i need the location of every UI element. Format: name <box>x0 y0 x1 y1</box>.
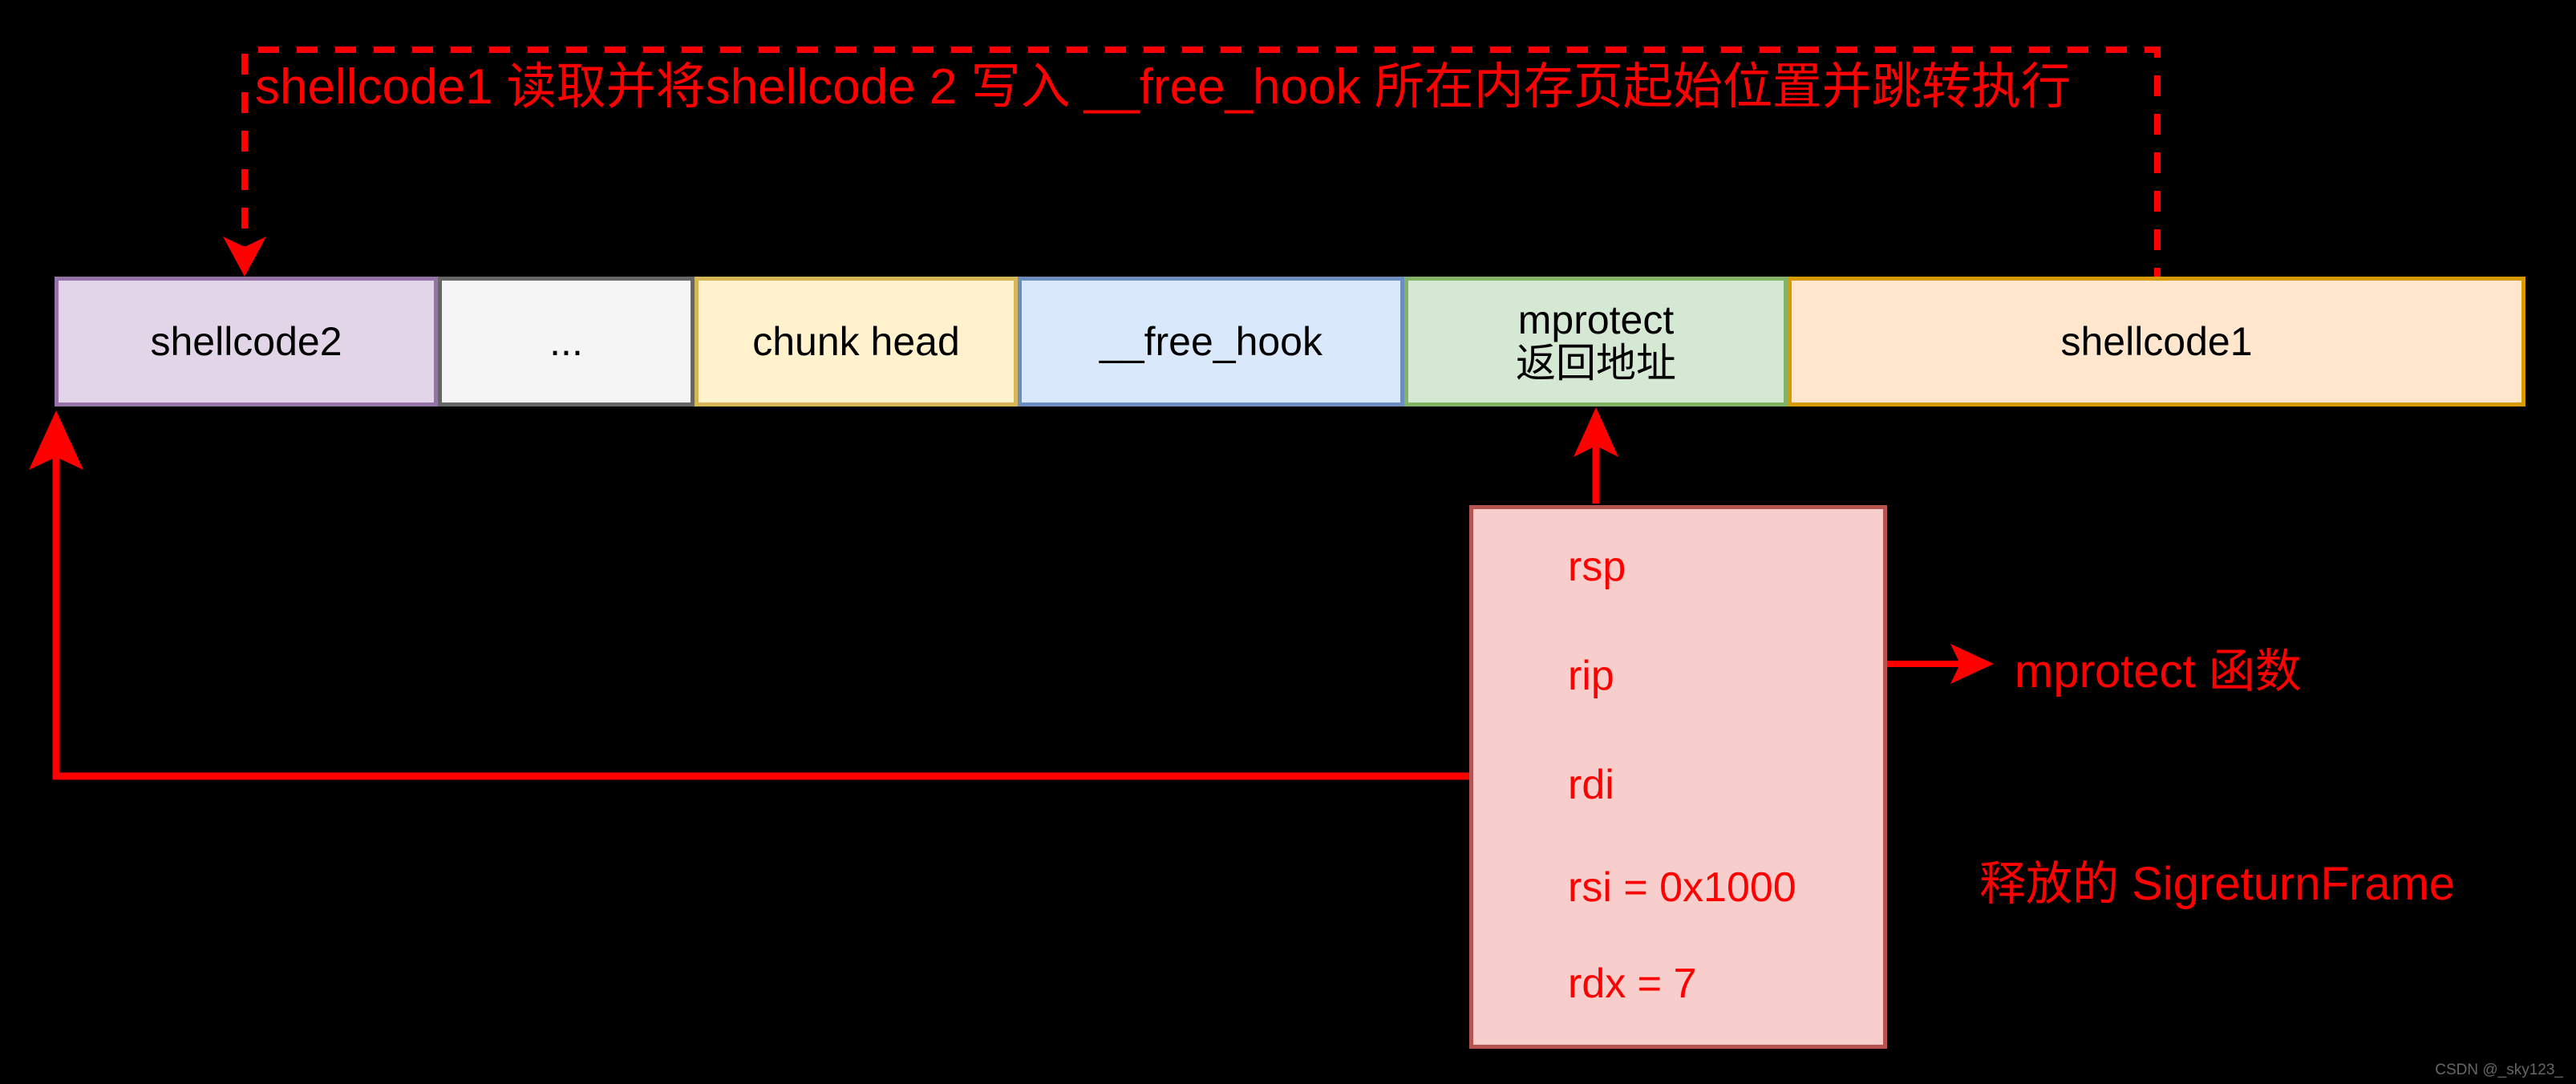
memory-block-mprotect-return-address[interactable]: mprotect 返回地址 <box>1404 277 1788 406</box>
register-rip: rip <box>1568 653 1614 699</box>
register-rdx: rdx = 7 <box>1568 961 1697 1007</box>
sigreturn-frame-box[interactable]: rsp rip rdi rsi = 0x1000 rdx = 7 <box>1469 505 1887 1049</box>
memory-block-shellcode1[interactable]: shellcode1 <box>1788 277 2525 406</box>
mprotect-function-label: mprotect 函数 <box>2015 645 2302 698</box>
sigreturn-frame-label: 释放的 SigreturnFrame <box>1979 858 2456 910</box>
memory-layout-row: shellcode2 ... chunk head __free_hook mp… <box>55 277 2525 406</box>
memory-block-ellipsis[interactable]: ... <box>438 277 695 406</box>
register-rdi: rdi <box>1568 762 1614 808</box>
watermark: CSDN @_sky123_ <box>2435 1062 2563 1078</box>
register-rsi: rsi = 0x1000 <box>1568 864 1796 911</box>
memory-block-free-hook[interactable]: __free_hook <box>1018 277 1404 406</box>
memory-block-chunk-head[interactable]: chunk head <box>695 277 1018 406</box>
rsp-arrow <box>1574 407 1618 504</box>
register-rsp: rsp <box>1568 544 1626 590</box>
annotation-caption: shellcode1 读取并将shellcode 2 写入 __free_hoo… <box>255 59 2071 115</box>
memory-block-shellcode2[interactable]: shellcode2 <box>55 277 438 406</box>
rdi-arrow <box>29 411 1528 780</box>
